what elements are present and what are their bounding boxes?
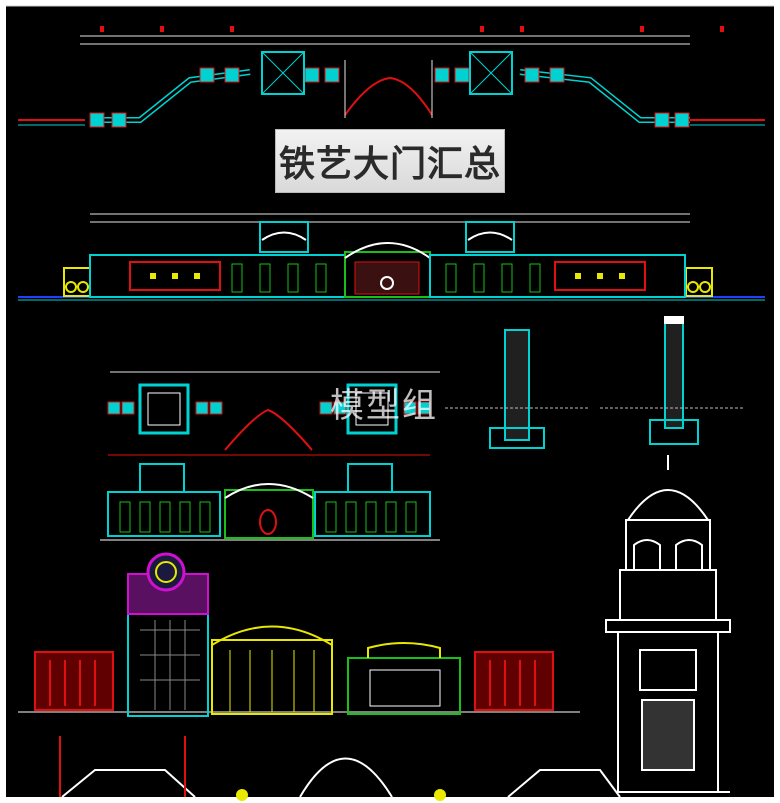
watermark: 模型组	[330, 386, 438, 426]
clock-tower-elevation	[605, 455, 731, 793]
plan-view-middle	[107, 371, 440, 456]
elevation-middle	[100, 463, 440, 541]
elevation-bottom	[18, 552, 580, 717]
bottom-partial-elevations	[59, 736, 621, 798]
elevation-full	[18, 213, 765, 301]
drawing-title: 铁艺大门汇总	[278, 144, 501, 185]
bottom-ornaments	[236, 789, 446, 801]
plan-view-top	[18, 26, 765, 128]
title-banner: 铁艺大门汇总	[276, 130, 504, 192]
post-sections	[445, 316, 745, 449]
